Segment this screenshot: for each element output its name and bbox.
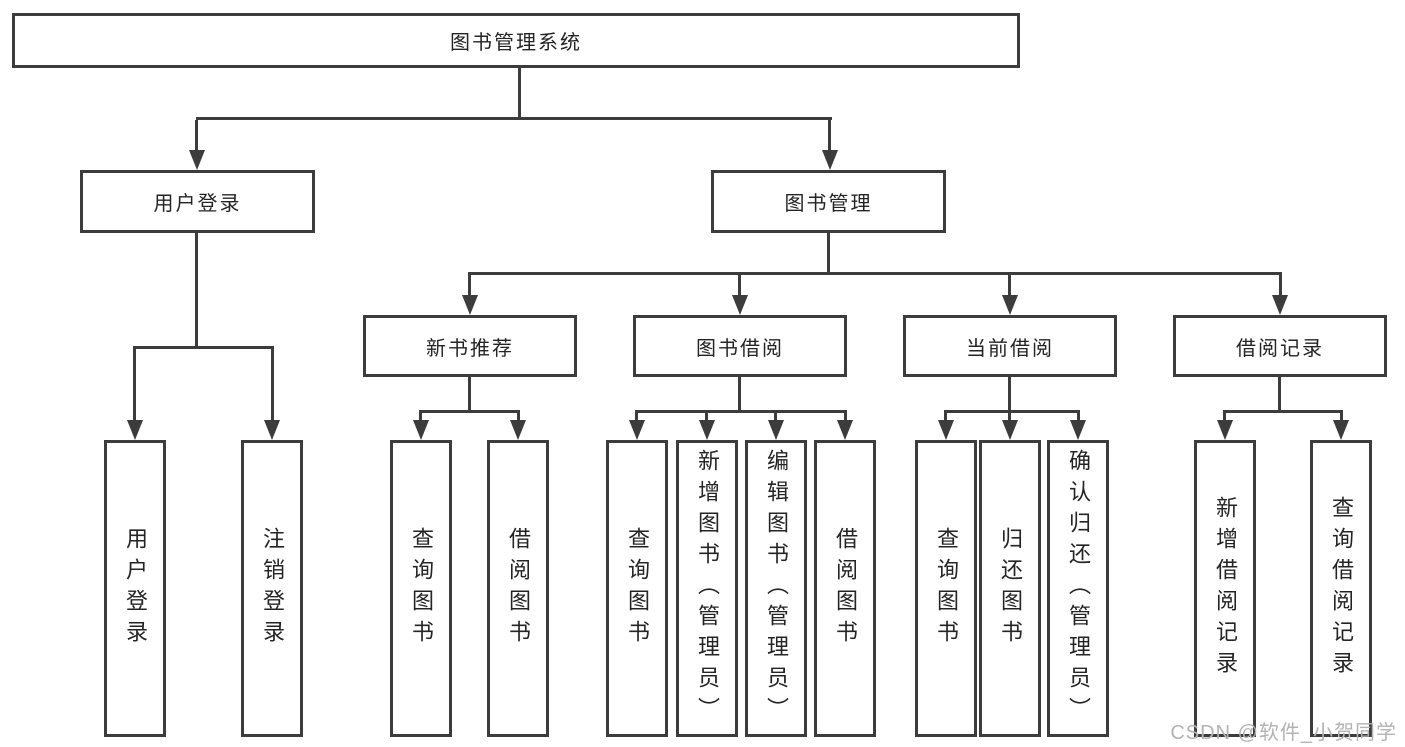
connector-stub-current-borrow: [1008, 275, 1011, 299]
connector-borrow-records-stem: [1278, 377, 1281, 413]
arrow-down-icon: [127, 420, 143, 440]
csdn-watermark: CSDN @软件_小贺同学: [1170, 722, 1397, 744]
leaf-user-login: 用户登录: [104, 440, 166, 737]
connector-stub: [1340, 413, 1343, 424]
connector-book-mgmt-branch: [468, 272, 1282, 275]
node-current-borrow-label: 当前借阅: [966, 337, 1054, 360]
connector-book-borrow-stem: [738, 377, 741, 413]
leaf-rec-borrow-books: 借阅图书: [487, 440, 549, 737]
connector-stub: [1008, 413, 1011, 424]
arrow-down-icon: [1272, 295, 1288, 315]
connector-stub-leaf-login: [133, 349, 136, 424]
node-user-login: 用户登录: [80, 170, 315, 233]
leaf-cb-return-books-label: 归还图书: [998, 526, 1023, 651]
leaf-cb-query-books: 查询图书: [915, 440, 977, 737]
leaf-br-query-record-label: 查询借阅记录: [1329, 495, 1354, 682]
arrow-down-icon: [1002, 295, 1018, 315]
node-book-borrow: 图书借阅: [633, 315, 847, 377]
leaf-bb-add-books: 新增图书（管理员）: [676, 440, 738, 737]
arrow-down-icon: [1002, 420, 1018, 440]
leaf-rec-borrow-books-label: 借阅图书: [506, 526, 531, 651]
leaf-br-add-record-label: 新增借阅记录: [1213, 495, 1238, 682]
leaf-cb-query-books-label: 查询图书: [934, 526, 959, 651]
leaf-bb-query-books: 查询图书: [606, 440, 668, 737]
leaf-cb-confirm-return-label: 确认归还（管理员）: [1066, 449, 1091, 728]
connector-stub: [1223, 413, 1226, 424]
arrow-down-icon: [462, 295, 478, 315]
arrow-down-icon: [189, 150, 205, 170]
arrow-down-icon: [1217, 420, 1233, 440]
arrow-down-icon: [822, 150, 838, 170]
connector-stub-new-book-rec: [468, 275, 471, 299]
leaf-bb-query-books-label: 查询图书: [625, 526, 650, 651]
arrow-down-icon: [1333, 420, 1349, 440]
connector-stub: [517, 413, 520, 424]
leaf-bb-borrow-books: 借阅图书: [814, 440, 876, 737]
leaf-br-query-record: 查询借阅记录: [1310, 440, 1372, 737]
connector-new-book-rec-branch: [419, 410, 520, 413]
connector-stub: [419, 413, 422, 424]
arrow-down-icon: [629, 420, 645, 440]
connector-book-mgmt-stem: [827, 233, 830, 275]
connector-stub-leaf-logout: [271, 349, 274, 424]
arrow-down-icon: [413, 420, 429, 440]
arrow-down-icon: [938, 420, 954, 440]
arrow-down-icon: [837, 420, 853, 440]
connector-current-borrow-branch: [944, 410, 1080, 413]
node-borrow-records: 借阅记录: [1173, 315, 1387, 377]
node-user-login-label: 用户登录: [153, 193, 242, 215]
node-book-mgmt-label: 图书管理: [784, 193, 873, 215]
leaf-br-add-record: 新增借阅记录: [1194, 440, 1256, 737]
node-new-book-rec: 新书推荐: [363, 315, 577, 377]
node-root-label: 图书管理系统: [450, 32, 582, 54]
leaf-cb-return-books: 归还图书: [979, 440, 1041, 737]
node-borrow-records-label: 借阅记录: [1236, 337, 1324, 360]
arrow-down-icon: [264, 420, 280, 440]
arrow-down-icon: [699, 420, 715, 440]
leaf-user-login-label: 用户登录: [123, 526, 148, 651]
node-new-book-rec-label: 新书推荐: [426, 337, 514, 360]
connector-stub: [635, 413, 638, 424]
connector-stub: [844, 413, 847, 424]
leaf-logout: 注销登录: [241, 440, 303, 737]
arrow-down-icon: [1070, 420, 1086, 440]
connector-stub: [774, 413, 777, 424]
leaf-logout-label: 注销登录: [260, 526, 285, 651]
connector-user-login-branch: [133, 346, 274, 349]
connector-stub: [1077, 413, 1080, 424]
connector-root-branch: [196, 117, 832, 120]
connector-root-stem: [518, 68, 521, 117]
arrow-down-icon: [510, 420, 526, 440]
connector-stub-borrow-records: [1279, 275, 1282, 299]
leaf-rec-query-books-label: 查询图书: [409, 526, 434, 651]
node-book-borrow-label: 图书借阅: [696, 337, 784, 360]
arrow-down-icon: [732, 295, 748, 315]
connector-user-login-stem: [195, 233, 198, 349]
leaf-bb-add-books-label: 新增图书（管理员）: [695, 449, 720, 728]
connector-borrow-records-branch: [1223, 410, 1343, 413]
leaf-cb-confirm-return: 确认归还（管理员）: [1047, 440, 1109, 737]
arrow-down-icon: [768, 420, 784, 440]
leaf-bb-edit-books: 编辑图书（管理员）: [745, 440, 807, 737]
connector-current-borrow-stem: [1008, 377, 1011, 413]
connector-new-book-rec-stem: [468, 377, 471, 413]
connector-stub-book-mgmt: [828, 120, 831, 152]
connector-stub: [705, 413, 708, 424]
connector-stub: [944, 413, 947, 424]
connector-stub-book-borrow: [738, 275, 741, 299]
node-current-borrow: 当前借阅: [903, 315, 1117, 377]
leaf-rec-query-books: 查询图书: [390, 440, 452, 737]
connector-stub-user-login: [195, 120, 198, 152]
node-book-mgmt: 图书管理: [711, 170, 946, 233]
leaf-bb-borrow-books-label: 借阅图书: [833, 526, 858, 651]
connector-book-borrow-branch: [635, 410, 847, 413]
leaf-bb-edit-books-label: 编辑图书（管理员）: [764, 449, 789, 728]
node-root: 图书管理系统: [12, 13, 1020, 68]
